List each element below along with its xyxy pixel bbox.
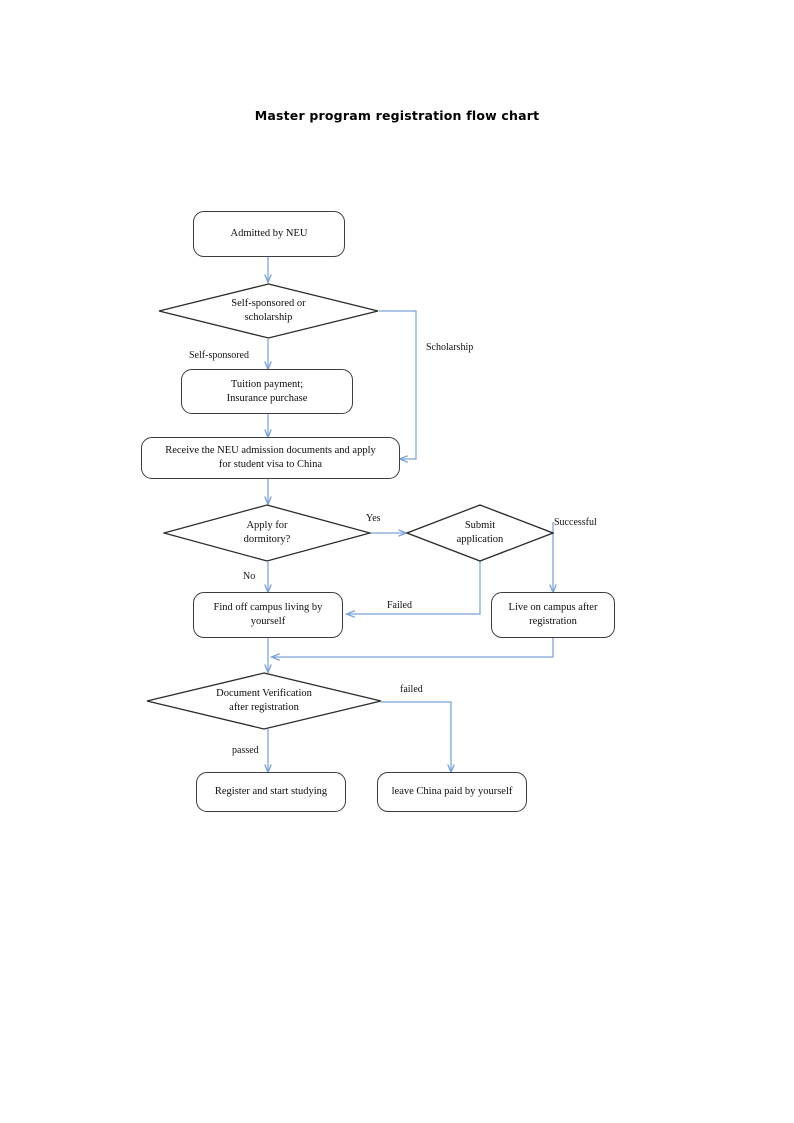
node-leave-china[interactable]: leave China paid by yourself xyxy=(377,772,527,812)
node-find-off-campus[interactable]: Find off campus living by yourself xyxy=(193,592,343,638)
node-label-line2: Insurance purchase xyxy=(226,392,308,404)
node-label: leave China paid by yourself xyxy=(391,786,513,797)
node-label: Receive the NEU admission documents and … xyxy=(157,444,384,472)
node-label: Document Verification after registration xyxy=(179,687,349,715)
edge-label-failed-verify: failed xyxy=(400,684,423,695)
node-receive-documents[interactable]: Receive the NEU admission documents and … xyxy=(141,437,400,479)
node-register-start-studying[interactable]: Register and start studying xyxy=(196,772,346,812)
node-label: Find off campus living by yourself xyxy=(206,601,331,629)
node-label: Self-sponsored or scholarship xyxy=(189,297,348,325)
node-label-line2: yourself xyxy=(250,616,286,627)
edge-verify-to-leave xyxy=(381,701,451,772)
node-label-line1: Tuition payment; xyxy=(230,378,304,390)
node-label: Tuition payment; Insurance purchase xyxy=(219,378,316,406)
edge-label-failed-submit: Failed xyxy=(387,600,412,611)
node-label-line2: dormitory? xyxy=(243,534,291,545)
node-label: Register and start studying xyxy=(214,786,328,797)
node-label-line2: for student visa to China xyxy=(218,459,323,470)
node-label: Submit application xyxy=(427,519,534,547)
node-label-line1: Self-sponsored or xyxy=(231,298,306,309)
node-document-verification-decision[interactable]: Document Verification after registration xyxy=(146,672,382,730)
node-tuition-payment[interactable]: Tuition payment; Insurance purchase xyxy=(181,369,353,414)
edge-label-passed: passed xyxy=(232,745,259,756)
edge-label-successful: Successful xyxy=(554,517,597,528)
node-label-line2: application xyxy=(456,534,504,545)
diamond-outline xyxy=(406,504,554,562)
node-label-line1: Receive the NEU admission documents and … xyxy=(165,445,376,456)
node-label: Apply for dormitory? xyxy=(192,519,342,547)
edge-label-no: No xyxy=(243,571,256,582)
node-label: Admitted by NEU xyxy=(230,228,308,239)
page-title: Master program registration flow chart xyxy=(254,108,540,123)
node-label-line1: Find off campus living by xyxy=(213,602,323,613)
node-sponsor-decision[interactable]: Self-sponsored or scholarship xyxy=(158,283,379,339)
node-label-line2: registration xyxy=(529,616,577,627)
node-label: Live on campus after registration xyxy=(501,601,606,629)
node-dormitory-decision[interactable]: Apply for dormitory? xyxy=(163,504,371,562)
node-label-line1: Apply for xyxy=(246,520,288,531)
node-label-line2: after registration xyxy=(229,702,299,713)
diamond-outline xyxy=(146,672,382,730)
diamond-outline xyxy=(163,504,371,562)
edge-label-scholarship: Scholarship xyxy=(426,342,474,353)
node-label-line1: Live on campus after xyxy=(508,602,598,613)
edge-submit-to-offcampus xyxy=(347,561,481,614)
node-admitted-by-neu[interactable]: Admitted by NEU xyxy=(193,211,345,257)
diamond-outline xyxy=(158,283,379,339)
edge-label-self-sponsored: Self-sponsored xyxy=(189,350,249,361)
node-submit-application-decision[interactable]: Submit application xyxy=(406,504,554,562)
edge-label-yes: Yes xyxy=(366,513,381,524)
node-label-line2: scholarship xyxy=(244,312,293,323)
node-label-line1: Submit xyxy=(464,520,496,531)
edge-oncampus-to-verify xyxy=(272,638,554,657)
node-live-on-campus[interactable]: Live on campus after registration xyxy=(491,592,615,638)
node-label-line1: Document Verification xyxy=(216,688,312,699)
